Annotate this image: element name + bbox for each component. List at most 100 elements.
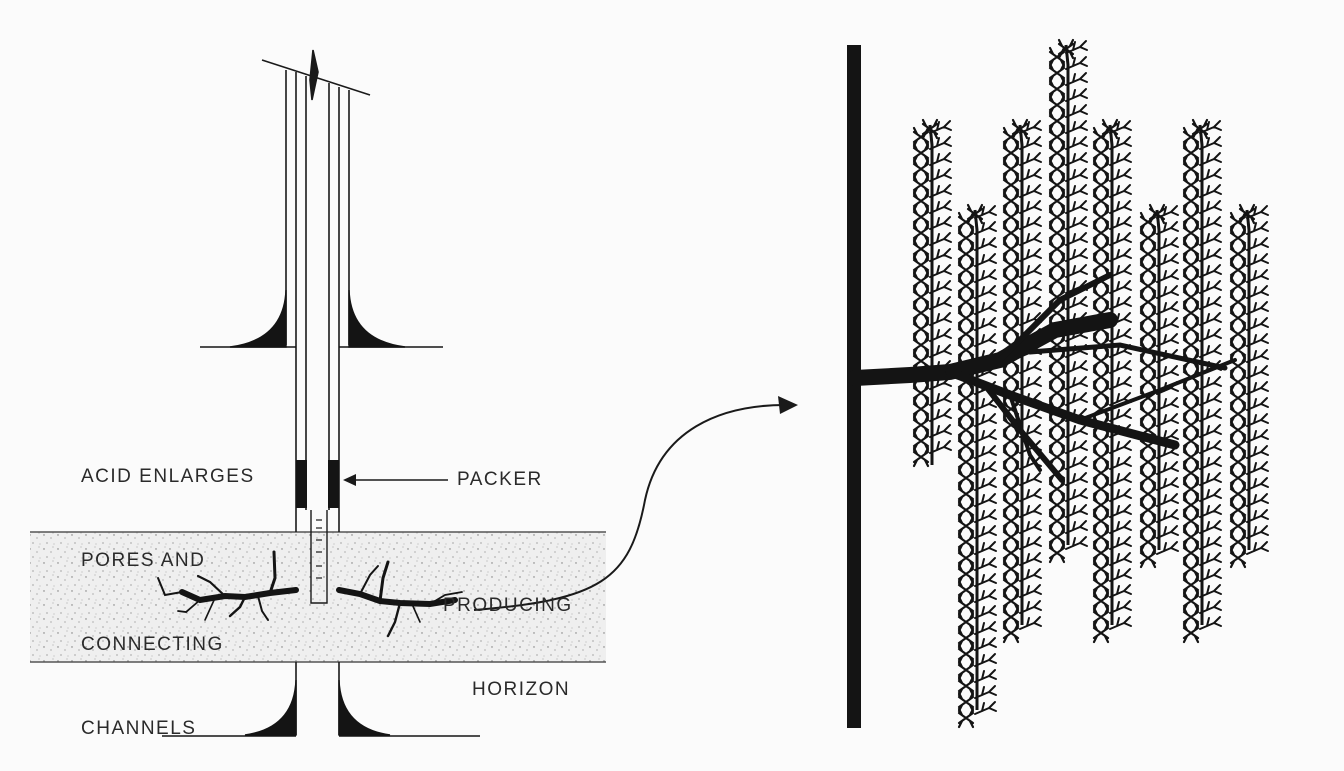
wormhole-tip [1229, 531, 1247, 553]
wormhole-branch [1199, 600, 1222, 614]
wormhole-tip [1048, 270, 1066, 292]
wormhole-tip [1139, 291, 1157, 313]
wormhole-branch [1065, 56, 1088, 70]
wormhole-tip [957, 675, 975, 697]
wormhole-tip [1092, 574, 1110, 596]
wormhole-tip [1139, 323, 1157, 345]
wormhole-branch [1246, 365, 1269, 379]
wormhole-tip [957, 691, 975, 713]
wormhole-branch [1199, 296, 1222, 310]
wormhole-tip [1002, 158, 1020, 180]
wormhole-tip [1182, 254, 1200, 276]
wormhole-tip [1092, 174, 1110, 196]
wormhole-branch [1019, 472, 1042, 486]
wormhole-tip [1092, 558, 1110, 580]
wormhole-branch [929, 328, 952, 342]
wormhole-tip [1002, 446, 1020, 468]
wormhole-tip [1002, 526, 1020, 548]
wormhole-branch [1109, 248, 1132, 262]
wormhole-branch [1109, 184, 1132, 198]
producing-horizon-layer [30, 531, 606, 663]
wormhole-tip [912, 206, 930, 228]
wormhole-tip [1002, 542, 1020, 564]
wormhole-branch [974, 221, 997, 235]
wormhole-branch [1109, 328, 1132, 342]
wormhole-branch [1156, 525, 1179, 539]
wormhole-tip [1182, 510, 1200, 532]
wormhole-branch [1109, 600, 1132, 614]
wormhole-branch [974, 461, 997, 475]
wormhole-tip [1182, 446, 1200, 468]
acid-label-line-1: ACID ENLARGES [81, 466, 255, 487]
wormhole-tip [1182, 558, 1200, 580]
wormhole-branch [1199, 552, 1222, 566]
wormhole-tip [1182, 158, 1200, 180]
wormhole-branch [1199, 264, 1222, 278]
wormhole-tip [957, 499, 975, 521]
wormhole-tip [912, 334, 930, 356]
wormhole-branch [974, 317, 997, 331]
packer [296, 460, 339, 508]
surface-cement-flares [162, 289, 480, 737]
wormhole-branch [1246, 349, 1269, 363]
wormhole-branch [1156, 253, 1179, 267]
wormhole-branch [1109, 200, 1132, 214]
wormhole-branch [1156, 205, 1179, 219]
wormhole-tip [1182, 318, 1200, 340]
wormhole-branch [1019, 360, 1042, 374]
wormhole-branch [1199, 584, 1222, 598]
wormhole-tip [957, 515, 975, 537]
wormhole-tip [1182, 174, 1200, 196]
wormhole-branch [1199, 472, 1222, 486]
wormhole-branch [1199, 120, 1222, 134]
horizon-label-line-2: HORIZON [472, 679, 571, 700]
wormhole-branch [1065, 520, 1088, 534]
wormhole-tip [1092, 494, 1110, 516]
wormhole-branch [1109, 360, 1132, 374]
acid-enlarges-label: ACID ENLARGES PORES AND CONNECTING CHANN… [81, 407, 255, 771]
wormhole-branch [1109, 552, 1132, 566]
wormhole-branch [1019, 504, 1042, 518]
wormhole-stalk [1155, 209, 1161, 550]
wormhole-tip [1182, 190, 1200, 212]
wormhole-tip [1002, 286, 1020, 308]
wormhole-tip [1002, 574, 1020, 596]
wormhole-tip [1048, 62, 1066, 84]
wormhole-branch [974, 637, 997, 651]
wormhole-branch [929, 248, 952, 262]
wormhole-branch [1246, 509, 1269, 523]
wormhole-branch [1019, 312, 1042, 326]
wormhole-stalk [1018, 124, 1024, 625]
wormhole-tip [1048, 382, 1066, 404]
wormhole-tip [1139, 515, 1157, 537]
wormhole-tip [912, 158, 930, 180]
wormhole-tip [1092, 446, 1110, 468]
wormhole-tip [957, 339, 975, 361]
wormhole-branch [1019, 408, 1042, 422]
wormhole-branch [1109, 408, 1132, 422]
wormhole-branch [1065, 264, 1088, 278]
wormhole-tip [957, 259, 975, 281]
wormhole-tip [912, 414, 930, 436]
wormhole-tip [957, 243, 975, 265]
wormhole-tip [1092, 382, 1110, 404]
wormhole-branch [929, 424, 952, 438]
wormhole-tip [912, 142, 930, 164]
wormhole-branch [1019, 136, 1042, 150]
wormhole-branch [1199, 456, 1222, 470]
wormhole-tip [1092, 222, 1110, 244]
wormhole-branch [1109, 504, 1132, 518]
wormhole-branch [1065, 104, 1088, 118]
wormhole-tip [1229, 339, 1247, 361]
wormhole-branch [1199, 344, 1222, 358]
wormhole-branch [1019, 120, 1042, 134]
wormhole-network [912, 38, 1269, 729]
wormhole-branch [1246, 253, 1269, 267]
wormhole-branch [1246, 445, 1269, 459]
wormhole-tip [1002, 462, 1020, 484]
wormhole-tip [1139, 499, 1157, 521]
wormhole-branch [1156, 365, 1179, 379]
wormhole-branch [1156, 541, 1179, 555]
wormhole-branch [1065, 248, 1088, 262]
